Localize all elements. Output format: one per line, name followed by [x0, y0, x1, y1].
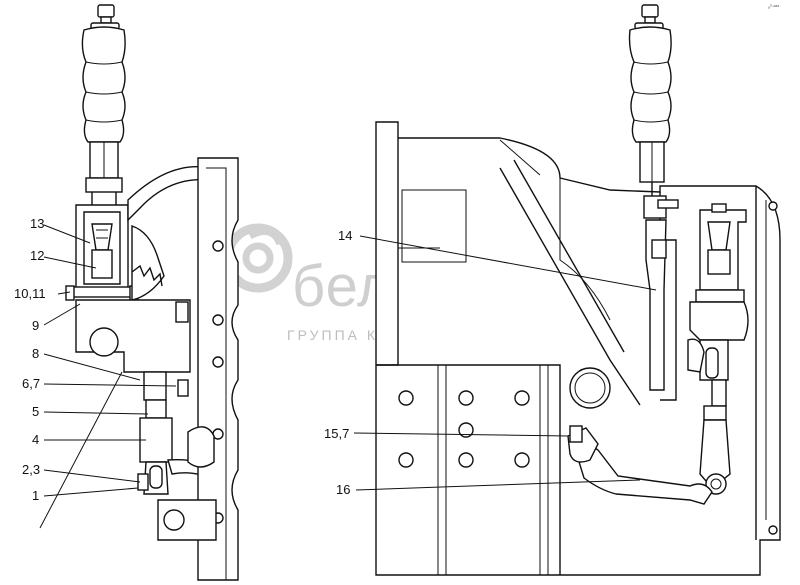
handle-grip	[81, 26, 126, 143]
callout-13: 13	[30, 216, 44, 231]
callout-9: 9	[32, 318, 39, 333]
bolt-holes	[398, 390, 530, 468]
callout-16: 16	[336, 482, 350, 497]
right-handle-grip	[628, 26, 672, 143]
callout-5: 5	[32, 404, 39, 419]
callout-15-7: 15,7	[324, 426, 349, 441]
callout-14: 14	[338, 228, 352, 243]
callout-8: 8	[32, 346, 39, 361]
corner-mark: ₐ⁰·ᵃᵃᵃ	[768, 4, 779, 10]
callout-6-7: 6,7	[22, 376, 40, 391]
right-handle-knob	[634, 4, 664, 30]
right-leaders	[353, 235, 657, 491]
left-frame	[197, 157, 239, 581]
callout-10-11: 10,11	[14, 286, 46, 301]
left-leaders	[39, 224, 177, 529]
right-view: 14 15,7 16	[324, 4, 781, 576]
callout-2-3: 2,3	[22, 462, 40, 477]
shift-block	[75, 299, 191, 373]
callout-1: 1	[32, 488, 39, 503]
gearbox-housing	[375, 121, 781, 576]
callout-4: 4	[32, 432, 39, 447]
handle-knob	[90, 4, 120, 30]
left-view: 13 12 10,11 9 8 6,7 5 4 2,3 1	[14, 4, 239, 581]
callout-12: 12	[30, 248, 44, 263]
